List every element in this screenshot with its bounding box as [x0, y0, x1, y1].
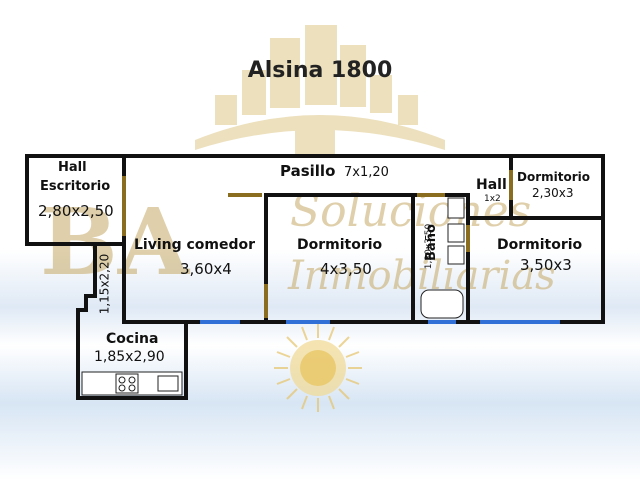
room-dims-pasillo: 7x1,20: [344, 165, 389, 180]
room-dims-bano: 1,30x3,50: [424, 223, 435, 270]
room-dims-cocina: 1,85x2,90: [94, 349, 165, 365]
page-title: Alsina 1800: [247, 58, 393, 83]
room-label-dormitorio-center: Dormitorio: [297, 237, 383, 253]
room-dims-dormitorio-right: 3,50x3: [520, 256, 572, 274]
bathroom-fixtures: [420, 197, 465, 319]
room-dims-hall-escritorio: 2,80x2,50: [38, 202, 114, 220]
sun-emblem: [274, 324, 362, 412]
kitchen-fixtures: [81, 371, 183, 396]
room-dims-dormitorio-center: 4x3,50: [320, 260, 372, 278]
room-label-hall-escritorio-line2: Escritorio: [40, 179, 111, 194]
skyline-logo: [195, 25, 445, 155]
room-dims-living: 3,60x4: [180, 260, 232, 278]
room-dims-passage: 1,15x2,20: [97, 253, 112, 315]
room-label-dormitorio-small: Dormitorio: [517, 170, 590, 184]
room-label-dormitorio-right: Dormitorio: [497, 237, 583, 253]
room-label-cocina: Cocina: [106, 331, 159, 347]
room-label-hall-escritorio-line1: Hall: [58, 160, 87, 175]
room-label-hall: Hall: [476, 177, 507, 193]
room-dims-hall: 1x2: [484, 194, 501, 204]
room-dims-dormitorio-small: 2,30x3: [532, 186, 574, 200]
room-label-pasillo: Pasillo: [280, 162, 336, 180]
room-label-living: Living comedor: [134, 237, 256, 253]
doors: [122, 170, 513, 318]
